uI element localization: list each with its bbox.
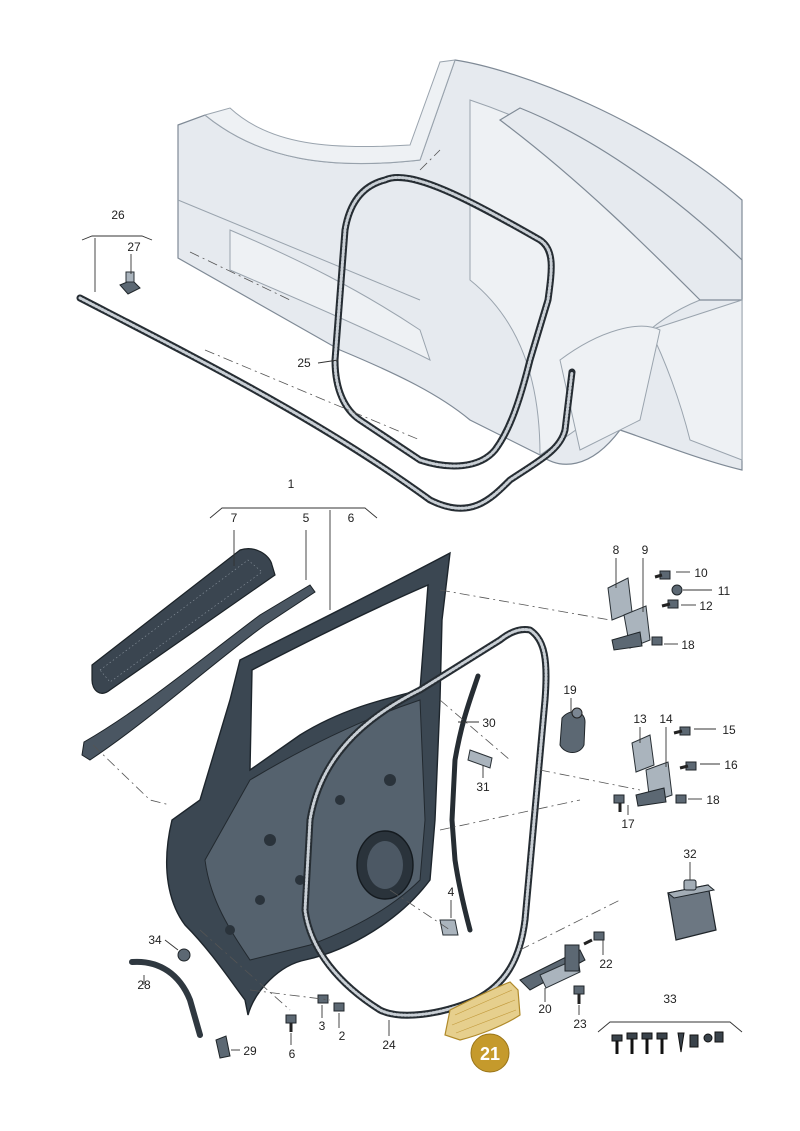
fastener-set-33: [611, 1031, 724, 1054]
callout-7: 7: [231, 511, 238, 525]
trim-strip-5: [81, 584, 316, 761]
callout-2: 2: [339, 1029, 346, 1043]
cap-19: [559, 707, 586, 753]
callout-27: 27: [127, 240, 141, 254]
bolt-23: [573, 985, 585, 1004]
reference-lines: [92, 149, 641, 1011]
callout-20: 20: [538, 1002, 552, 1016]
cover-29: [215, 1035, 231, 1059]
window-channel-seal: [449, 673, 481, 933]
sill-seal-strip: [76, 294, 576, 512]
callout-4: 4: [448, 885, 455, 899]
callout-34: 34: [148, 933, 162, 947]
callout-15: 15: [722, 723, 736, 737]
vehicle-body-side: [177, 59, 743, 471]
lower-hinge: [631, 734, 687, 807]
callout-13: 13: [633, 712, 647, 726]
rear-door-shell: [166, 551, 451, 1016]
callout-6-bottom: 6: [289, 1047, 296, 1061]
callout-31: 31: [476, 780, 490, 794]
callout-14: 14: [659, 712, 673, 726]
callout-30: 30: [482, 716, 496, 730]
nut-11: [671, 584, 683, 596]
leader-lines: [81, 235, 743, 1051]
callout-16: 16: [724, 758, 738, 772]
bolt-10: [654, 570, 671, 580]
clip-31: [467, 749, 493, 769]
highlighted-part-21: [444, 981, 521, 1041]
door-check-strap-20: [519, 944, 586, 991]
callout-1: 1: [288, 477, 295, 491]
callout-24: 24: [382, 1038, 396, 1052]
adhesive-bottle-32: [666, 879, 717, 941]
callout-33: 33: [663, 992, 677, 1006]
bolt-16: [679, 761, 697, 771]
callout-11: 11: [718, 584, 731, 598]
upper-hinge: [607, 577, 663, 651]
callout-17: 17: [621, 817, 635, 831]
bolt-17: [613, 794, 625, 812]
callout-5: 5: [303, 511, 310, 525]
callout-32: 32: [683, 847, 697, 861]
callout-6: 6: [348, 511, 355, 525]
callout-23: 23: [573, 1017, 587, 1031]
callout-10: 10: [694, 566, 708, 580]
callout-28: 28: [137, 978, 151, 992]
bolt-6: [285, 1014, 297, 1032]
plug-4: [439, 919, 459, 936]
callout-22: 22: [599, 957, 613, 971]
seal-strip-28: [129, 958, 203, 1038]
nut-34: [177, 948, 191, 962]
bolt-22: [583, 931, 605, 946]
callout-29: 29: [243, 1044, 257, 1058]
door-seal: [301, 626, 550, 1019]
callout-3: 3: [319, 1019, 326, 1033]
bolt-3: [317, 994, 329, 1004]
clip-27: [119, 271, 141, 295]
callout-8: 8: [613, 543, 620, 557]
trim-strip-7: [91, 548, 276, 694]
callout-26: 26: [111, 208, 125, 222]
callout-labels: 26 27 25 1 7 5 6 8 9 10 11 12 18 19 13 1…: [111, 208, 738, 1061]
callout-25: 25: [297, 356, 311, 370]
callout-18b: 18: [706, 793, 720, 807]
callout-18a: 18: [681, 638, 695, 652]
callout-19: 19: [563, 683, 577, 697]
bolt-12: [661, 599, 679, 609]
bolt-15: [673, 726, 691, 736]
highlight-badge-21: 21: [470, 1033, 510, 1073]
callout-21: 21: [480, 1044, 500, 1064]
bolt-2: [333, 1002, 345, 1012]
callout-9: 9: [642, 543, 649, 557]
callout-12: 12: [699, 599, 713, 613]
